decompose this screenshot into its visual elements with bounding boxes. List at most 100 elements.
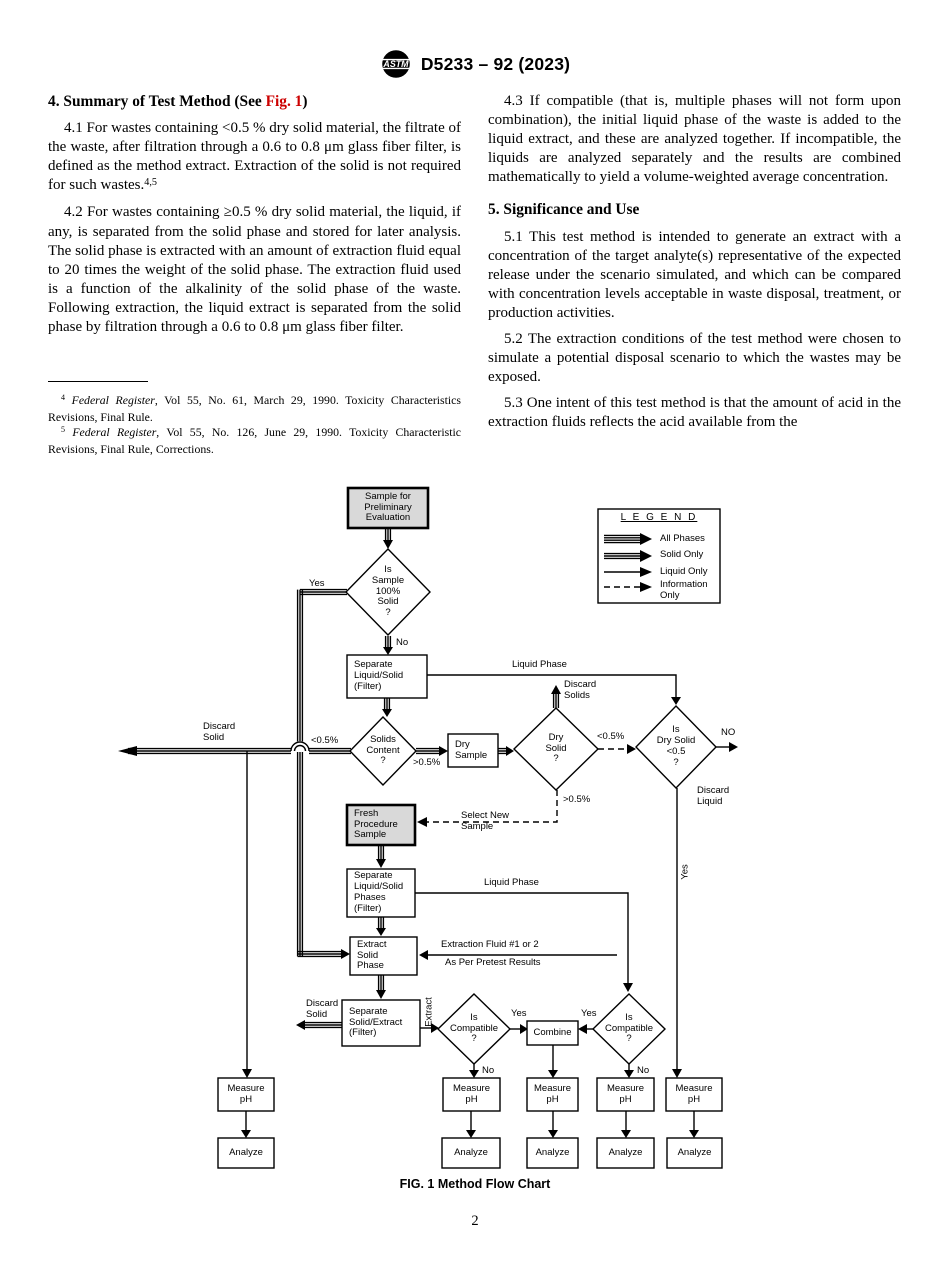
connector-discard-solid-1	[118, 741, 351, 756]
connector-to-dry-sample	[416, 746, 448, 756]
label-is-compatible-1: Is Compatible ?	[449, 1011, 499, 1045]
label-analyze-2: Analyze	[454, 1146, 488, 1158]
edge-label-lt05-1: <0.5%	[311, 735, 339, 746]
legend-box	[597, 508, 721, 604]
node-is-sample-solid-diamond	[345, 547, 431, 637]
edge-label-liquid-phase-1: Liquid Phase	[512, 659, 567, 670]
node-analyze-5	[666, 1137, 723, 1169]
label-analyze-4: Analyze	[608, 1146, 643, 1158]
connector-yes-liquid-long	[672, 788, 682, 1078]
paragraph-4-1: 4.1 For wastes containing <0.5 % dry sol…	[48, 119, 461, 196]
label-measure-ph-5: Measure pH	[675, 1082, 713, 1105]
edge-label-no-d6: No	[637, 1065, 650, 1076]
connector-yes-to-combine-right	[578, 1024, 593, 1034]
label-separate-liquid-solid: Separate Liquid/Solid (Filter)	[354, 659, 404, 692]
label-dry-sample: Dry Sample	[455, 738, 488, 761]
node-is-dry-solid-diamond	[635, 704, 717, 790]
label-measure-ph-4: Measure pH	[607, 1082, 644, 1105]
edge-label-lt05-2: <0.5%	[597, 731, 625, 742]
connector-no-down-2	[624, 1064, 634, 1078]
node-dry-sample-box	[447, 733, 499, 768]
node-dry-solid-diamond	[512, 707, 600, 791]
connector-dry-sample-to-dry-solid	[498, 746, 514, 756]
section-5-heading: 5. Significance and Use	[488, 201, 640, 219]
edge-label-discard-solids: Discard Solids	[564, 679, 597, 701]
connector-no-to-separate	[383, 636, 393, 655]
connector-filtrate-to-measure-ph	[242, 751, 252, 1078]
label-analyze-3: Analyze	[535, 1146, 570, 1158]
connector-fresh-to-separate2	[376, 845, 386, 868]
node-measure-ph-3	[526, 1077, 579, 1112]
edge-label-gt05-2: >0.5%	[563, 794, 591, 805]
paragraph-4-3: 4.3 If compatible (that is, multiple pha…	[488, 93, 901, 186]
legend-information-only-label: Information Only	[660, 579, 708, 601]
node-measure-ph-2	[442, 1077, 501, 1112]
legend-all-phases-label: All Phases	[660, 533, 705, 544]
svg-text:ASTM: ASTM	[382, 59, 409, 69]
page-header: ASTM D5233 – 92 (2023)	[0, 48, 950, 80]
legend-liquid-only-label: Liquid Only	[660, 566, 708, 577]
label-analyze-5: Analyze	[677, 1146, 712, 1158]
label-measure-ph-2: Measure pH	[453, 1082, 490, 1105]
edge-label-yes-d5: Yes	[511, 1008, 527, 1019]
edge-label-discard-solid-1: Discard Solid	[203, 721, 236, 743]
node-is-compatible-2-diamond	[591, 993, 667, 1065]
connector-extract-to-compatible	[420, 1023, 439, 1033]
footnote-4-source: Federal Register	[71, 393, 155, 407]
edge-label-liquid-phase-2: Liquid Phase	[484, 877, 539, 888]
label-separate-phases: Separate Liquid/Solid Phases (Filter)	[354, 870, 404, 914]
label-extract-solid-phase: Extract Solid Phase	[357, 938, 387, 972]
footnote-5-text: , Vol 55, No. 126, June 29, 1990. Toxici…	[48, 424, 462, 456]
paragraph-4-2: 4.2 For wastes containing ≥0.5 % dry sol…	[48, 204, 461, 336]
connector-liquid-phase-1	[427, 674, 681, 705]
node-sample-box	[346, 486, 430, 530]
node-is-compatible-1-diamond	[436, 993, 512, 1065]
edge-label-extraction-fluid-1: Extraction Fluid #1 or 2	[441, 939, 539, 950]
paragraph-5-3: 5.3 One intent of this test method is th…	[488, 395, 901, 431]
edge-label-extract-rotated: Extract	[423, 997, 435, 1027]
label-measure-ph-1: Measure pH	[227, 1082, 265, 1105]
node-analyze-1	[217, 1137, 275, 1169]
section-4-heading: 4. Summary of Test Method (See Fig. 1)	[48, 92, 461, 111]
edge-label-yes-rotated: Yes	[679, 864, 691, 880]
edge-label-yes-d6: Yes	[581, 1008, 597, 1019]
edge-label-discard-solid-2: Discard Solid	[306, 998, 339, 1020]
label-separate-solid-extract: Separate Solid/Extract (Filter)	[349, 1005, 403, 1039]
paragraph-5-2: 5.2 The extraction conditions of the tes…	[488, 331, 901, 386]
footnote-4: 4 Federal Register, Vol 55, No. 61, Marc…	[48, 393, 461, 425]
legend-solid-only-label: Solid Only	[660, 549, 704, 560]
node-separate-liquid-solid-box	[346, 654, 428, 699]
connector-separate-to-solids-content	[382, 698, 392, 717]
figure-caption: FIG. 1 Method Flow Chart	[399, 1177, 551, 1191]
legend-solid-only-line	[604, 552, 640, 560]
node-extract-solid-phase-box	[349, 936, 418, 976]
paragraph-4-1-body: 4.1 For wastes containing <0.5 % dry sol…	[48, 120, 461, 194]
paragraph-5-1: 5.1 This test method is intended to gene…	[488, 228, 901, 321]
footnote-rule	[48, 381, 148, 382]
left-text-column: 4. Summary of Test Method (See Fig. 1) 4…	[48, 92, 461, 337]
connector-dashed-lt05	[598, 744, 636, 754]
footnotes-block: 4 Federal Register, Vol 55, No. 61, Marc…	[48, 381, 461, 457]
edge-label-extraction-fluid-2: As Per Pretest Results	[445, 957, 541, 968]
legend-title: L E G E N D	[620, 512, 698, 523]
figure-1-link[interactable]: Fig. 1	[265, 93, 303, 110]
legend-all-phases-line	[604, 534, 640, 544]
label-fresh-procedure-sample: Fresh Procedure Sample	[354, 807, 398, 841]
footnote-ref-4-5[interactable]: 4,5	[144, 176, 157, 188]
node-measure-ph-4	[596, 1077, 655, 1112]
node-measure-ph-5	[665, 1077, 723, 1112]
label-analyze-1: Analyze	[229, 1146, 263, 1158]
right-text-column: 4.3 If compatible (that is, multiple pha…	[488, 92, 901, 433]
label-is-compatible-2: Is Compatible ?	[604, 1011, 654, 1045]
label-solids-content: Solids Content ?	[366, 733, 400, 767]
connector-liquid-phase-2	[415, 892, 633, 992]
footnote-5-source: Federal Register	[72, 424, 157, 439]
connector-select-new-sample	[417, 790, 558, 827]
label-dry-solid: Dry Solid ?	[545, 731, 567, 765]
node-analyze-4	[596, 1137, 655, 1169]
node-solids-content-diamond	[349, 715, 417, 787]
node-combine-box	[526, 1020, 579, 1046]
standard-designation: D5233 – 92 (2023)	[420, 53, 571, 74]
